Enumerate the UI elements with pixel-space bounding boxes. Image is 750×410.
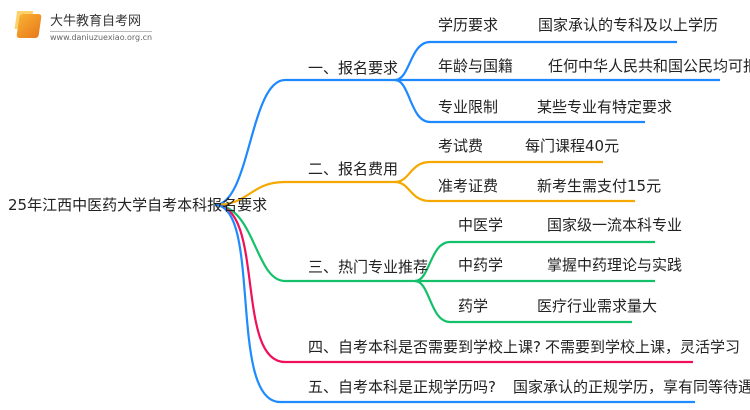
branch-2-connector [214,180,395,207]
child-label: 中药学 [458,256,504,274]
child-value: 每门课程40元 [525,137,620,155]
logo-title: 大牛教育自考网 [50,14,142,29]
branch-2-child-1-line [394,160,603,184]
child-label: 中医学 [458,216,504,234]
child-value: 国家承认的专科及以上学历 [538,16,719,34]
branch-2-child-2-line [394,180,635,203]
branch-label: 五、自考本科是正规学历吗? [308,378,496,396]
branch-label: 三、热门专业推荐 [308,258,429,276]
root-node: 25年江西中医药大学自考本科报名要求 [8,196,268,214]
child-value: 掌握中药理论与实践 [547,256,683,274]
logo: 大牛教育自考网 www.daniuzuexiao.org.cn [16,10,153,42]
branch-value: 不需要到学校上课，灵活学习 [545,338,741,356]
logo-url: www.daniuzuexiao.org.cn [50,31,153,42]
child-value: 某些专业有特定要求 [537,98,673,116]
child-value: 国家级一流本科专业 [547,216,683,234]
child-label: 准考证费 [438,177,499,195]
child-value: 任何中华人民共和国公民均可报名 [548,57,750,75]
child-label: 药学 [458,297,489,315]
branch-label: 一、报名要求 [308,59,399,77]
branch-value: 国家承认的正规学历，享有同等待遇 [513,378,750,396]
child-label: 学历要求 [438,16,499,34]
branch-label: 四、自考本科是否需要到学校上课? [308,338,541,356]
child-label: 专业限制 [438,98,499,116]
branch-4-connector [214,203,693,364]
child-value: 医疗行业需求量大 [537,297,658,315]
branch-1-connector [214,78,395,207]
branch-3-child-3-line [414,279,632,324]
branch-1-child-1-line [394,40,677,82]
branch-1-child-3-line [394,78,645,124]
branch-5-connector [214,203,695,404]
child-label: 年龄与国籍 [438,57,514,75]
branch-3-child-1-line [414,240,655,283]
child-value: 新考生需支付15元 [537,177,662,195]
child-label: 考试费 [438,137,484,155]
branch-label: 二、报名费用 [308,160,399,178]
